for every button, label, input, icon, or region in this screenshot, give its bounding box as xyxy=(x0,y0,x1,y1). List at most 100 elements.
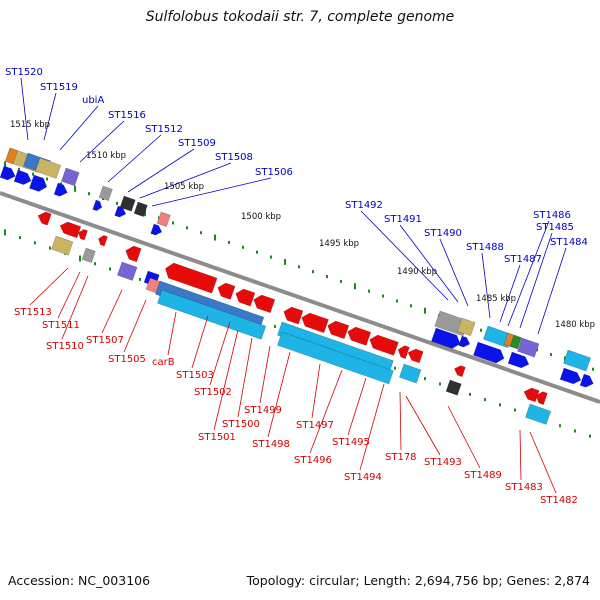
gene-box-4 xyxy=(61,167,80,187)
gene-box-7 xyxy=(133,201,148,217)
label-bottom-20: ST1482 xyxy=(540,495,578,506)
leader-bottom-0 xyxy=(29,267,69,306)
gene-arrow-43 xyxy=(397,345,410,359)
leader-top-10 xyxy=(439,238,469,307)
leader-bottom-4 xyxy=(123,299,147,353)
kbp-label-0: 1515 kbp xyxy=(10,120,50,130)
leader-top-5 xyxy=(127,148,195,193)
leader-top-15 xyxy=(537,247,567,335)
leader-top-8 xyxy=(360,210,449,301)
label-top-4: ST1512 xyxy=(145,124,183,135)
gene-box-8 xyxy=(156,211,171,227)
label-bottom-3: ST1507 xyxy=(86,335,124,346)
leader-bottom-17 xyxy=(405,395,441,456)
tick-mark-0-368 xyxy=(368,289,370,293)
tick-mark-0-536 xyxy=(536,348,538,352)
gene-arrow-19 xyxy=(53,182,68,197)
gene-box-5 xyxy=(98,185,113,201)
gene-arrow-41 xyxy=(347,326,372,346)
gene-arrow-26 xyxy=(507,351,530,369)
label-top-7: ST1506 xyxy=(255,167,293,178)
label-leader-lines xyxy=(20,77,567,494)
label-bottom-12: ST1497 xyxy=(296,420,334,431)
label-top-10: ST1490 xyxy=(424,228,462,239)
label-bottom-7: ST1502 xyxy=(194,387,232,398)
label-bottom-16: ST178 xyxy=(385,452,417,463)
leader-bottom-11 xyxy=(267,351,291,438)
tick-mark-1-499 xyxy=(499,403,501,407)
gene-box-56 xyxy=(277,331,394,385)
gene-arrow-23 xyxy=(431,327,461,349)
label-bottom-4: ST1505 xyxy=(108,354,146,365)
gene-arrow-36 xyxy=(235,288,256,307)
label-bottom-1: ST1511 xyxy=(42,320,80,331)
tick-mark-0-4 xyxy=(4,161,6,168)
tick-mark-0-144 xyxy=(144,210,146,217)
tick-mark-0-214 xyxy=(214,234,216,241)
tick-mark-1-94 xyxy=(94,262,96,266)
leader-bottom-13 xyxy=(309,369,343,454)
label-bottom-15: ST1494 xyxy=(344,472,382,483)
tick-mark-0-228 xyxy=(228,240,230,244)
label-bottom-8: ST1501 xyxy=(198,432,236,443)
label-top-15: ST1484 xyxy=(550,237,588,248)
tick-mark-0-256 xyxy=(256,250,258,254)
accession-text: Accession: NC_003106 xyxy=(8,573,151,588)
leader-bottom-14 xyxy=(347,377,367,436)
leader-top-1 xyxy=(43,92,57,141)
tick-mark-0-116 xyxy=(116,201,118,205)
gene-arrow-21 xyxy=(114,205,127,218)
tick-mark-0-242 xyxy=(242,245,244,249)
kbp-label-5: 1490 kbp xyxy=(397,267,437,277)
tick-mark-0-424 xyxy=(424,307,426,314)
label-top-13: ST1486 xyxy=(533,210,571,221)
label-bottom-5: carB xyxy=(152,357,175,368)
label-top-2: ubiA xyxy=(82,95,104,106)
gene-arrow-28 xyxy=(579,373,594,388)
gene-box-2 xyxy=(5,147,18,165)
leader-bottom-6 xyxy=(191,315,209,369)
label-top-11: ST1488 xyxy=(466,242,504,253)
tick-mark-1-34 xyxy=(34,241,36,245)
leader-bottom-5 xyxy=(167,311,177,356)
label-top-8: ST1492 xyxy=(345,200,383,211)
leader-top-4 xyxy=(107,134,162,183)
gene-box-6 xyxy=(119,195,136,212)
genome-backbone xyxy=(0,191,600,404)
gene-arrow-16 xyxy=(0,165,16,181)
gene-arrow-27 xyxy=(559,367,582,385)
tick-mark-0-284 xyxy=(284,258,286,265)
gene-box-58 xyxy=(445,379,462,396)
label-bottom-0: ST1513 xyxy=(14,307,52,318)
tick-mark-0-354 xyxy=(354,283,356,290)
tick-mark-0-396 xyxy=(396,299,398,303)
label-top-14: ST1485 xyxy=(536,222,574,233)
label-bottom-19: ST1483 xyxy=(505,482,543,493)
leader-top-14 xyxy=(519,232,553,329)
label-bottom-2: ST1510 xyxy=(46,341,84,352)
tick-mark-0-550 xyxy=(550,353,552,357)
tick-mark-1-4 xyxy=(4,229,6,236)
tick-mark-0-480 xyxy=(480,328,482,332)
gene-arrow-31 xyxy=(78,229,88,241)
leader-bottom-8 xyxy=(213,329,239,431)
leader-bottom-10 xyxy=(259,345,271,404)
label-bottom-6: ST1503 xyxy=(176,370,214,381)
leader-bottom-1 xyxy=(57,271,81,319)
kbp-label-6: 1485 kbp xyxy=(476,294,516,304)
tick-mark-0-18 xyxy=(18,167,20,171)
label-top-12: ST1487 xyxy=(504,254,542,265)
tick-mark-0-382 xyxy=(382,294,384,298)
tick-mark-0-200 xyxy=(200,231,202,235)
tick-mark-0-340 xyxy=(340,279,342,283)
tick-mark-1-109 xyxy=(109,267,111,271)
tick-mark-0-60 xyxy=(60,182,62,186)
tick-mark-1-274 xyxy=(274,324,276,328)
gene-box-59 xyxy=(525,403,552,425)
tick-mark-1-394 xyxy=(394,366,396,370)
tick-mark-0-312 xyxy=(312,270,314,274)
leader-top-11 xyxy=(481,252,491,319)
gene-arrow-29 xyxy=(37,211,52,226)
